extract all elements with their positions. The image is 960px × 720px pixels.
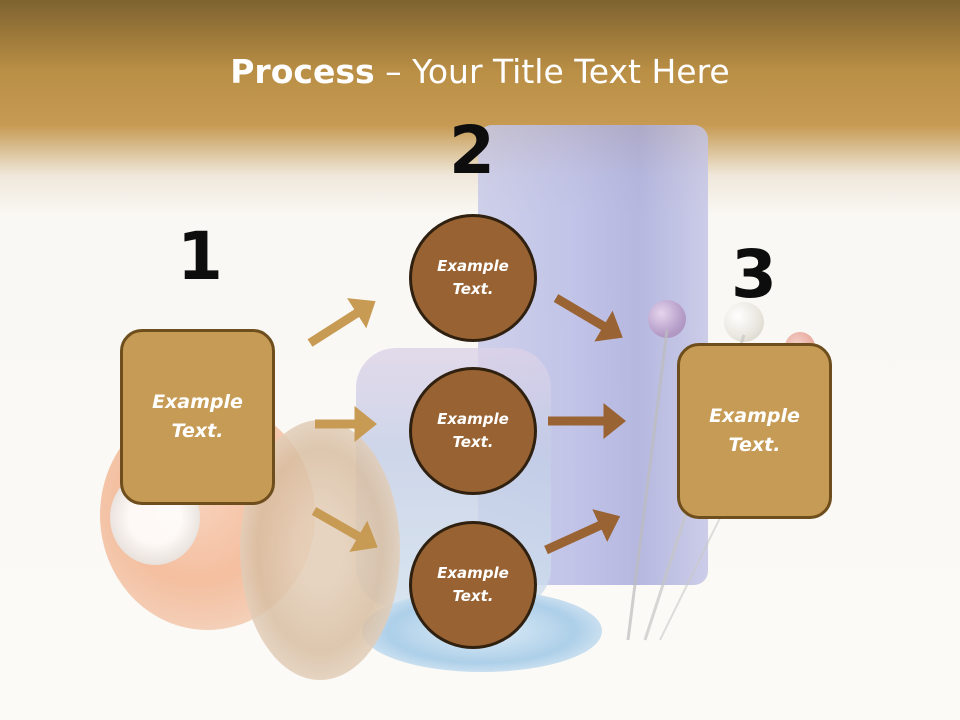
step-2-circle-middle: Example Text.: [409, 367, 537, 495]
step-2-circle-top: Example Text.: [409, 214, 537, 342]
circle-top-label: Example Text.: [437, 257, 509, 298]
circle-bottom-label: Example Text.: [437, 564, 509, 605]
arrow-2a-to-3: [553, 294, 623, 342]
arrow-1-to-2c: [311, 507, 378, 552]
step-3-label: Example Text.: [709, 405, 800, 456]
step-1-box: Example Text.: [120, 329, 275, 505]
step-2-circle-bottom: Example Text.: [409, 521, 537, 649]
arrow-2c-to-3: [544, 509, 621, 555]
step-3-box: Example Text.: [677, 343, 832, 519]
step-number-3: 3: [731, 236, 777, 313]
page-title: Process – Your Title Text Here: [230, 52, 730, 91]
arrow-1-to-2a: [307, 298, 376, 347]
step-1-label: Example Text.: [152, 391, 243, 442]
step-number-2: 2: [449, 112, 495, 189]
step-number-1: 1: [177, 218, 223, 295]
circle-middle-label: Example Text.: [437, 410, 509, 451]
